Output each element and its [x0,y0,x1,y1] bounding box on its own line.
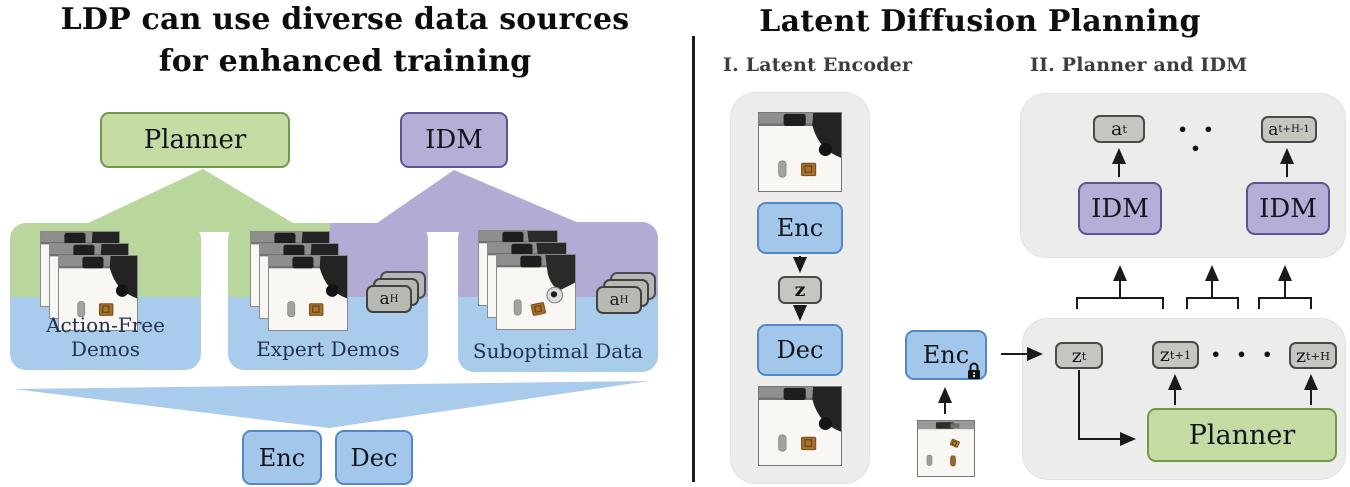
lock-icon [967,358,981,379]
idm-box-2: IDM [1246,182,1330,235]
chip-base: z [1159,344,1170,366]
chip-base: z [1071,344,1082,367]
action-chip-base: a [609,290,620,310]
dec-box-column: Dec [757,324,843,376]
card-label: Action-Free Demos [46,313,165,361]
chip-base: a [1268,119,1279,140]
robot-scene-image [496,254,576,330]
action-chip-sub: H [619,294,629,306]
action-chip-sub: H [389,293,399,305]
chip-base: z [1295,344,1306,367]
encoder-data-funnel [14,381,649,428]
observation-image [917,420,975,477]
bracket-3 [1258,297,1312,309]
right-title: Latent Diffusion Planning [759,4,1201,39]
left-title-line1: LDP can use diverse data sources [60,2,630,37]
card-action-free-demos: Action-Free Demos [10,223,201,370]
dec-box-left: Dec [335,430,413,485]
idm-box-1: IDM [1078,182,1162,235]
left-title-line2: for enhanced training [158,44,532,79]
idm-box-left: IDM [400,112,508,168]
z-chip-base: z [794,279,806,301]
encoder-input-image [758,112,842,192]
robot-scene-image [58,255,138,331]
decoder-output-image [758,386,842,466]
robot-scene-image [268,255,348,331]
frozen-enc-box: Enc [905,330,987,380]
enc-box-column: Enc [757,202,843,254]
section-heading-latent-encoder: I. Latent Encoder [723,54,913,76]
ellipsis-actions: • • • [1177,120,1219,158]
bracket-2 [1186,297,1239,309]
bracket-1 [1076,297,1164,309]
card-label: Expert Demos [256,337,400,361]
demo-image-stack [40,231,160,335]
enc-box-left: Enc [242,430,322,485]
planner-box-right: Planner [1147,408,1337,462]
z-chip-column: z [778,276,822,304]
chip-base: a [1111,118,1123,140]
card-label: Suboptimal Data [472,339,644,363]
vertical-divider [692,36,695,482]
section-heading-planner-idm: II. Planner and IDM [1030,54,1248,76]
planner-box-left: Planner [100,112,290,168]
demo-image-stack [478,230,598,334]
frozen-enc-label: Enc [922,341,970,369]
action-chip-base: a [379,289,390,309]
ellipsis-latents: • • • [1210,345,1278,364]
demo-image-stack [250,231,370,335]
